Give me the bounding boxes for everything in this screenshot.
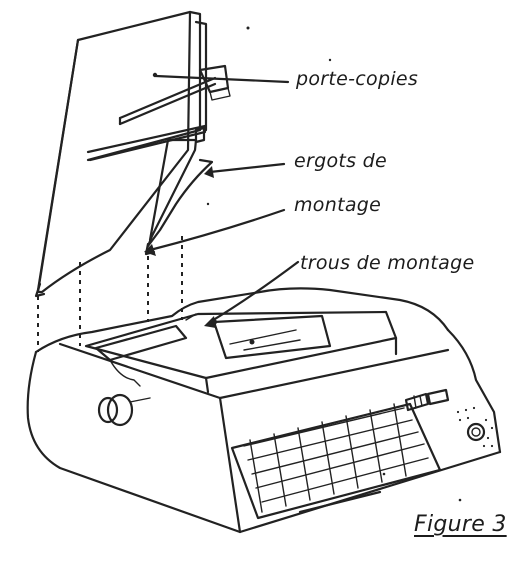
mounting-lugs-label-line1: ergots de bbox=[294, 150, 388, 172]
mounting-holes-label: trous de montage bbox=[300, 252, 475, 274]
copy-holder-label: porte-copies bbox=[296, 68, 419, 90]
mounting-lugs bbox=[34, 242, 156, 298]
teleprinter bbox=[26, 26, 502, 534]
mounting-lugs-label-line2: montage bbox=[294, 194, 382, 216]
copy-holder bbox=[36, 10, 231, 294]
keyboard-keys bbox=[243, 403, 429, 513]
alignment-lines bbox=[37, 236, 183, 352]
leader-lines bbox=[144, 74, 300, 328]
figure-caption: Figure 3 bbox=[414, 512, 507, 537]
